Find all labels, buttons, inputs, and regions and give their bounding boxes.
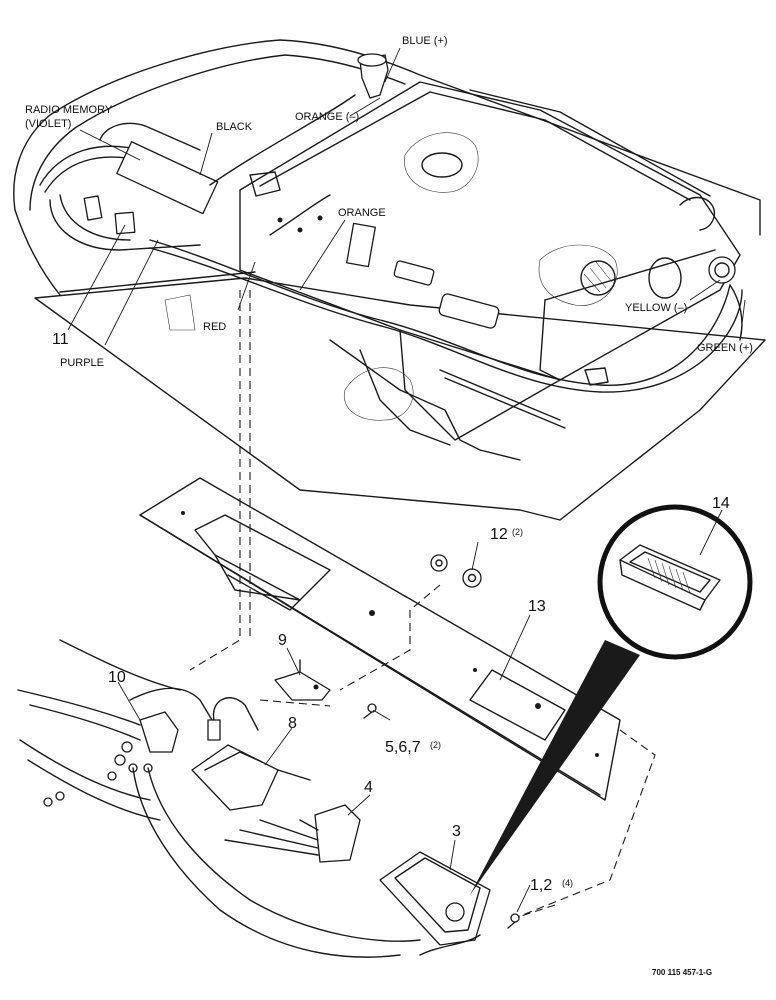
callout-14: 14 xyxy=(712,495,730,512)
callout-9: 9 xyxy=(278,632,287,649)
roof-assembly xyxy=(13,39,766,521)
callout-5-6-7: 5,6,7 xyxy=(385,739,421,756)
detail-pointer xyxy=(470,640,640,895)
label-orange: ORANGE xyxy=(338,207,386,219)
label-purple: PURPLE xyxy=(60,357,104,369)
label-radio-memory: RADIO MEMORY xyxy=(25,104,113,116)
callout-11: 11 xyxy=(52,331,69,348)
callout-1-2-qty: (4) xyxy=(562,878,573,888)
label-green-plus: GREEN (+) xyxy=(697,342,753,354)
leader-lines xyxy=(67,47,746,913)
callout-12: 12 xyxy=(490,526,508,543)
label-black: BLACK xyxy=(216,121,253,133)
callout-12-qty: (2) xyxy=(512,527,523,537)
callout-10: 10 xyxy=(108,669,126,686)
callout-3: 3 xyxy=(452,823,461,840)
callout-1-2: 1,2 xyxy=(530,877,552,894)
callout-4: 4 xyxy=(364,779,373,796)
label-orange-minus: ORANGE (–) xyxy=(295,111,359,123)
label-red: RED xyxy=(203,321,226,333)
lower-assembly xyxy=(17,290,753,958)
callout-8: 8 xyxy=(288,715,297,732)
label-violet: (VIOLET) xyxy=(25,118,71,130)
upper-harness xyxy=(39,53,743,393)
label-blue-plus: BLUE (+) xyxy=(402,35,448,47)
callout-5-6-7-qty: (2) xyxy=(430,740,441,750)
label-yellow-minus: YELLOW (–) xyxy=(625,302,687,314)
callout-13: 13 xyxy=(528,598,546,615)
detail-14-part xyxy=(619,544,721,611)
drawing-number: 700 115 457-1-G xyxy=(652,968,712,977)
